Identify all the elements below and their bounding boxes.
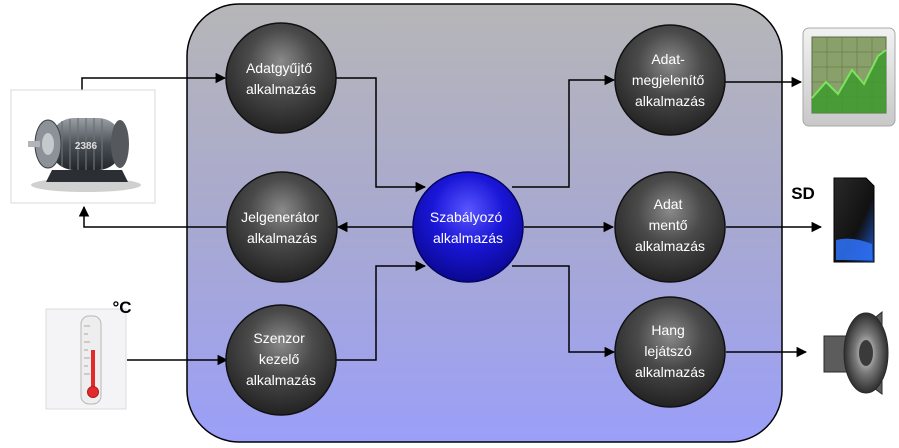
arrow-generator-to-motor — [78, 205, 226, 228]
node-label: Adat- megjelenítő alkalmazás — [632, 51, 708, 109]
node-jelgenerator: Jelgenerátor alkalmazás — [226, 171, 338, 283]
node-lejatszo: Hang lejátszó alkalmazás — [614, 296, 726, 408]
node-circle — [225, 22, 337, 134]
arrow-motor-to-collector — [81, 72, 227, 90]
node-szabalyozo: Szabályozó alkalmazás — [412, 171, 524, 283]
speaker-device — [823, 310, 889, 395]
sd-card-stripe — [836, 238, 872, 260]
monitor-area-chart — [812, 50, 886, 113]
node-label: Adatgyűjtő alkalmazás — [246, 60, 316, 97]
node-label: Szabályozó alkalmazás — [430, 209, 506, 246]
arrow-sensor-to-controller — [336, 260, 427, 361]
node-label: Szenzor kezelő alkalmazás — [246, 330, 316, 388]
node-circle — [412, 171, 524, 283]
node-circle — [226, 171, 338, 283]
arrow-controller-to-player — [512, 265, 616, 358]
thermometer-icon — [80, 315, 102, 405]
temperature-unit-label: °C — [112, 298, 131, 317]
node-mento: Adat mentő alkalmazás — [614, 171, 726, 283]
motor-icon — [28, 118, 141, 192]
sd-label: SD — [791, 184, 815, 203]
motor-badge: 2386 — [75, 141, 98, 152]
node-circle — [614, 24, 726, 136]
sd-card-device: SD — [791, 177, 875, 263]
thermometer-device: °C — [45, 298, 132, 410]
motor-device: 2386 — [10, 89, 156, 204]
arrow-collector-to-controller — [336, 77, 427, 193]
monitor-device — [802, 27, 896, 127]
node-circle — [225, 304, 337, 416]
node-circle — [614, 171, 726, 283]
node-label: Adat mentő alkalmazás — [635, 196, 705, 254]
node-adatgyujto: Adatgyűjtő alkalmazás — [225, 22, 337, 134]
monitor-line-chart — [811, 49, 887, 99]
node-label: Hang lejátszó alkalmazás — [635, 322, 705, 380]
speaker-center — [859, 340, 873, 366]
node-szenzor: Szenzor kezelő alkalmazás — [225, 304, 337, 416]
node-megjelenito: Adat- megjelenítő alkalmazás — [614, 24, 726, 136]
arrow-controller-to-display — [512, 74, 616, 188]
node-label: Jelgenerátor alkalmazás — [241, 209, 323, 246]
connections — [78, 72, 823, 366]
node-circle — [614, 296, 726, 408]
